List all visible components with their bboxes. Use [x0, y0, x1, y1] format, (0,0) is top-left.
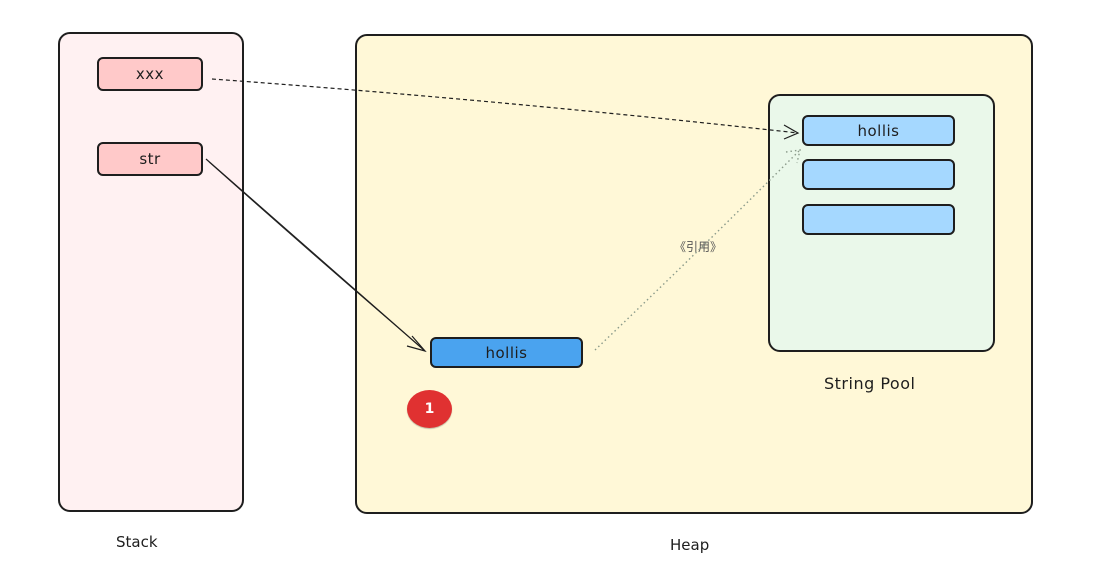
string-pool-slot[interactable]: [802, 204, 955, 235]
heap-string-object[interactable]: hollis: [430, 337, 583, 368]
heap-string-object-label: hollis: [485, 343, 528, 362]
arrow-heap-to-pool: [594, 149, 801, 351]
stack-panel: [58, 32, 244, 512]
string-pool-slot-label: hollis: [857, 121, 900, 140]
step-badge: 1: [407, 390, 452, 428]
string-pool-slot[interactable]: [802, 159, 955, 190]
string-pool-label: String Pool: [824, 374, 916, 393]
reference-label: 《引用》: [674, 240, 723, 254]
arrow-xxx-to-pool: [211, 78, 800, 140]
stack-variable-label: str: [139, 150, 161, 168]
stack-variable-xxx[interactable]: xxx: [97, 57, 203, 91]
string-pool-slot[interactable]: hollis: [802, 115, 955, 146]
stack-label: Stack: [116, 533, 158, 551]
arrow-str-to-heap: [205, 158, 427, 353]
stack-variable-str[interactable]: str: [97, 142, 203, 176]
stack-variable-label: xxx: [135, 65, 165, 83]
heap-label: Heap: [670, 536, 710, 554]
